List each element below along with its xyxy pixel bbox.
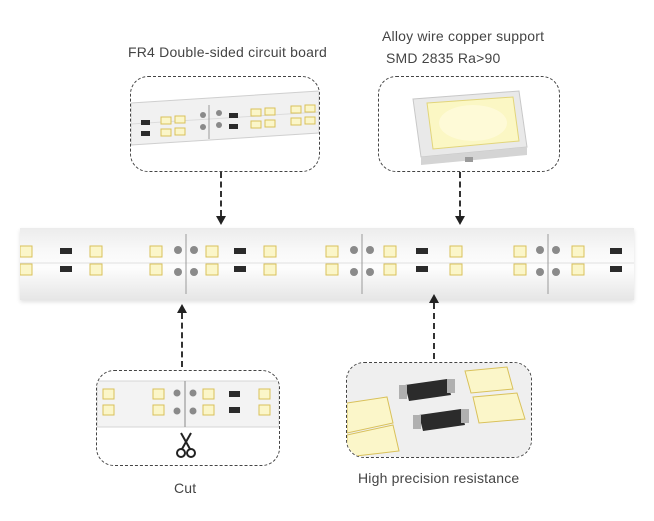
alloy-wire-label: Alloy wire copper support: [382, 28, 545, 44]
resistance-label: High precision resistance: [358, 470, 520, 486]
smd-spec-label: SMD 2835 Ra>90: [386, 50, 501, 66]
arrow-up-icon: [429, 294, 439, 303]
resistor-illustration: [347, 363, 531, 457]
circuit-board-illustration: [131, 90, 319, 146]
connector-cut: [181, 313, 183, 367]
cut-point-detail: [96, 370, 280, 466]
fr4-board-label: FR4 Double-sided circuit board: [128, 44, 327, 60]
smd-led-illustration: [412, 90, 528, 165]
arrow-up-icon: [177, 304, 187, 313]
connector-resistance: [433, 303, 435, 359]
smd-led-detail: [378, 76, 560, 172]
cut-label: Cut: [174, 480, 197, 496]
connector-smd: [459, 172, 461, 216]
cut-point-illustration: [97, 380, 279, 428]
arrow-down-icon: [216, 216, 226, 225]
scissors-icon: [175, 431, 197, 459]
led-strip-illustration: [20, 234, 634, 294]
connector-fr4: [220, 172, 222, 216]
resistor-detail: [346, 362, 532, 458]
circuit-board-detail: [130, 76, 320, 172]
arrow-down-icon: [455, 216, 465, 225]
led-strip: [20, 228, 634, 300]
